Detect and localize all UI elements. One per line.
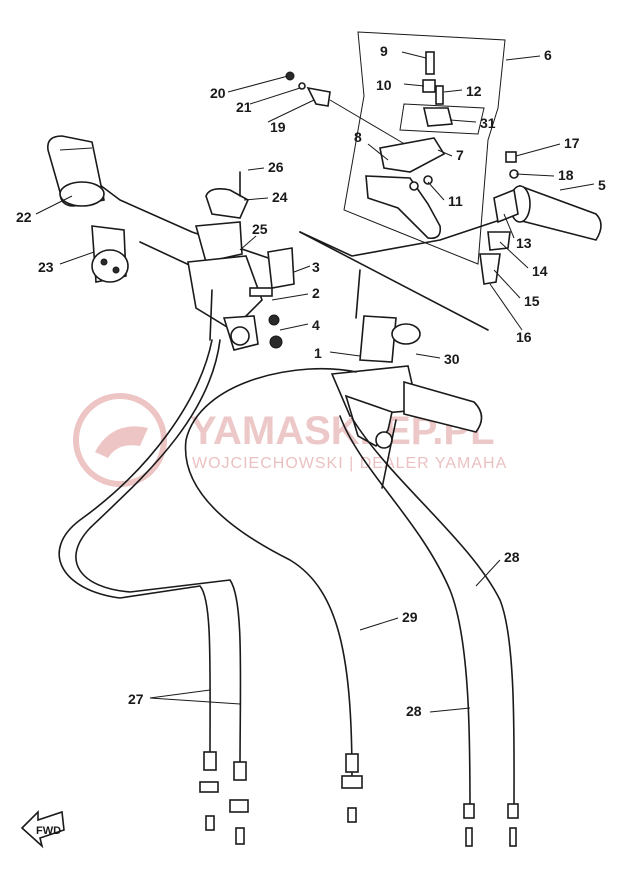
- callout-11: 11: [448, 193, 463, 209]
- fwd-label: FWD: [36, 825, 61, 837]
- watermark-subtitle: WOJCIECHOWSKI | DEALER YAMAHA: [192, 455, 507, 472]
- callout-10: 10: [376, 77, 392, 93]
- callout-14: 14: [532, 263, 548, 279]
- cable-27-b: [75, 339, 242, 771]
- callout-25: 25: [252, 221, 268, 237]
- callout-23: 23: [38, 259, 54, 275]
- top-small-parts: [285, 71, 409, 147]
- callout-29: 29: [402, 609, 418, 625]
- callout-17: 17: [564, 135, 580, 151]
- callout-labels: 1 2 3 4 5 6 7 8 9 10 11 12 13 14 15 16 1…: [16, 43, 606, 719]
- callout-6: 6: [544, 47, 552, 63]
- callout-1: 1: [314, 345, 322, 361]
- cable-29: [184, 367, 357, 781]
- callout-12: 12: [466, 83, 482, 99]
- callout-28-top: 28: [504, 549, 520, 565]
- callout-28-bottom: 28: [406, 703, 422, 719]
- bracket-box: [343, 31, 506, 265]
- callout-19: 19: [270, 119, 286, 135]
- fwd-arrow-icon: FWD: [20, 810, 65, 849]
- watermark-logo: [73, 393, 167, 487]
- callout-3: 3: [312, 259, 320, 275]
- callout-18: 18: [558, 167, 574, 183]
- cable-ends: [199, 751, 519, 847]
- right-grip-assembly: [479, 151, 602, 285]
- callout-30: 30: [444, 351, 460, 367]
- callout-21: 21: [236, 99, 252, 115]
- callout-16: 16: [516, 329, 532, 345]
- callout-26: 26: [268, 159, 284, 175]
- right-throttle-cluster: [330, 315, 483, 489]
- cable-28-b: [351, 417, 515, 811]
- cable-27-a: [58, 339, 213, 761]
- callout-31: 31: [480, 115, 496, 131]
- callout-13: 13: [516, 235, 532, 251]
- cables: [58, 269, 515, 811]
- callout-20: 20: [210, 85, 226, 101]
- callout-8: 8: [354, 129, 362, 145]
- callout-22: 22: [16, 209, 32, 225]
- cable-28-a: [339, 415, 471, 811]
- callout-4: 4: [312, 317, 320, 333]
- callout-7: 7: [456, 147, 464, 163]
- left-sleeve: [91, 225, 129, 283]
- leader-lines: [35, 51, 595, 713]
- left-grip: [46, 135, 105, 207]
- callout-15: 15: [524, 293, 540, 309]
- callout-5: 5: [598, 177, 606, 193]
- callout-2: 2: [312, 285, 320, 301]
- callout-27: 27: [128, 691, 144, 707]
- bolt-stack: [422, 51, 454, 127]
- left-lever-holder: [187, 171, 295, 351]
- right-lever: [365, 137, 446, 240]
- callout-24: 24: [272, 189, 288, 205]
- callout-9: 9: [380, 43, 388, 59]
